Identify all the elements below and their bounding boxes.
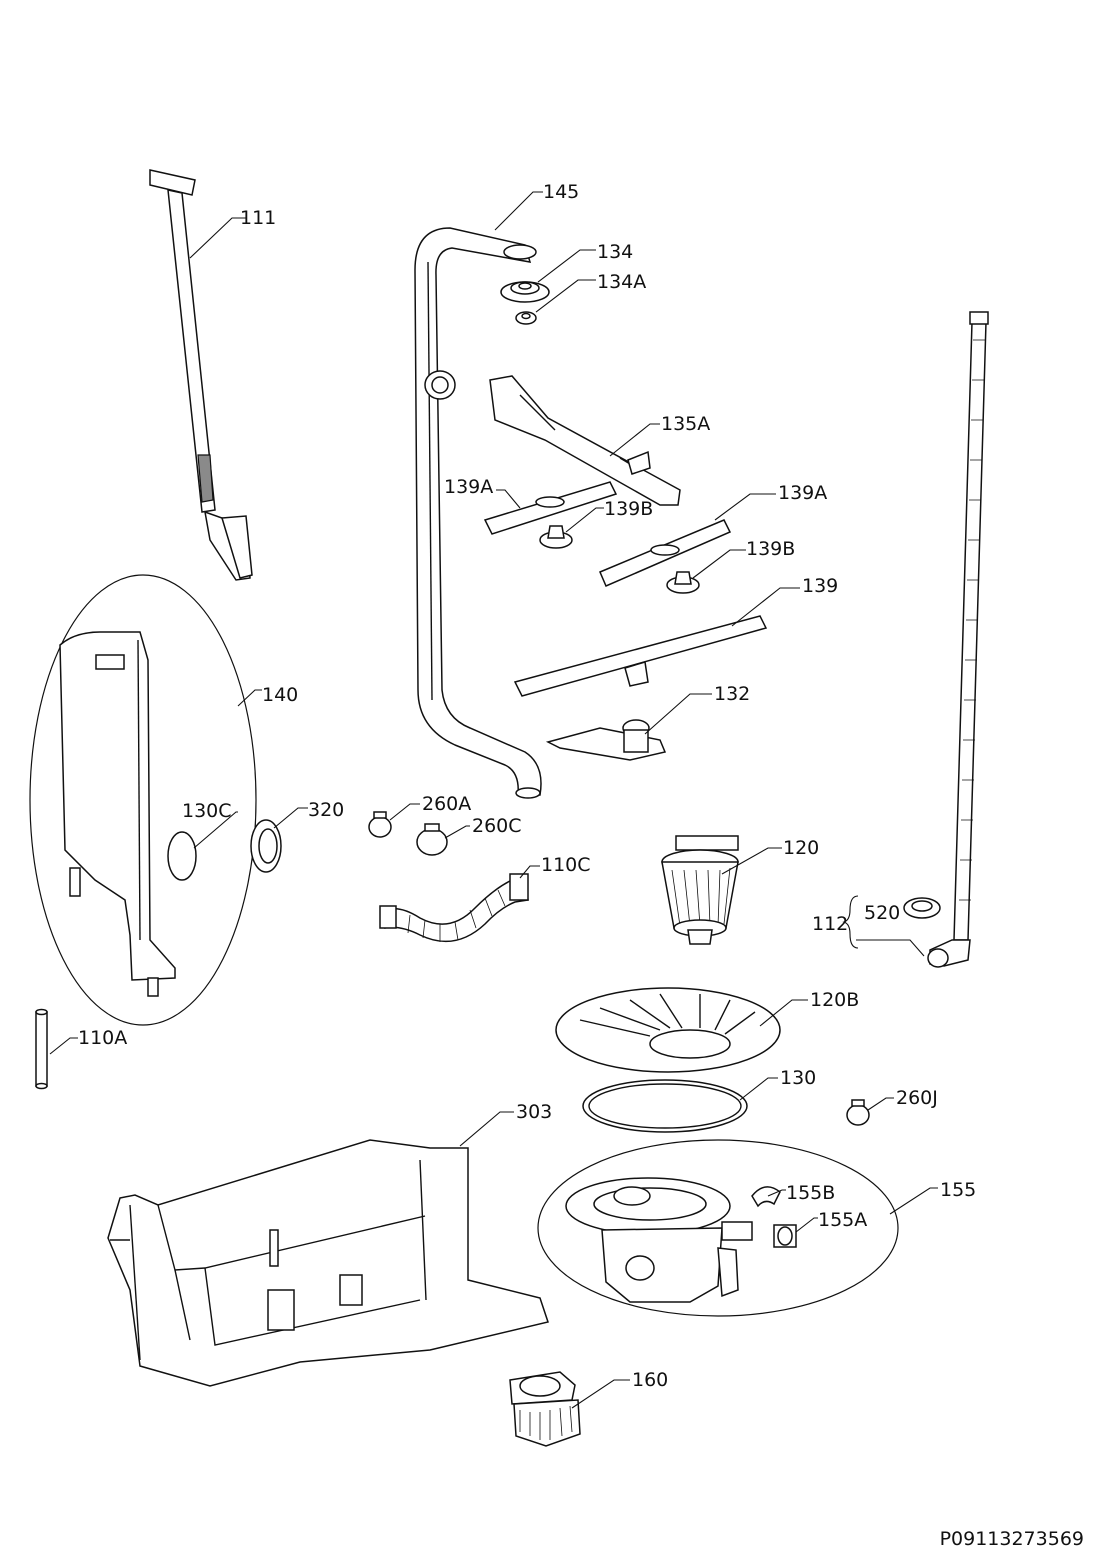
- part-139-spray-arm: [513, 615, 768, 697]
- part-303-base: [107, 1139, 549, 1387]
- part-110C-hose: [379, 873, 529, 943]
- part-139B-nozzle-left: [539, 525, 573, 549]
- label-132: 132: [714, 683, 750, 705]
- leader-145: [494, 191, 543, 231]
- document-code: P09113273569: [939, 1528, 1084, 1550]
- leader-112: [856, 939, 925, 957]
- label-139A-left: 139A: [444, 476, 493, 498]
- leader-140: [237, 689, 262, 707]
- leader-135A: [609, 423, 660, 457]
- label-520: 520: [864, 902, 900, 924]
- callout-155: [537, 1139, 899, 1317]
- leader-139: [731, 587, 800, 627]
- part-130C-gasket: [167, 831, 197, 881]
- label-120B: 120B: [810, 989, 859, 1011]
- part-130-gasket: [582, 1079, 748, 1133]
- part-260J-clamp: [846, 1099, 870, 1126]
- part-320-ring: [250, 819, 282, 873]
- callout-140: [29, 574, 257, 1026]
- part-111-feed-tube: [149, 169, 253, 581]
- leader-303: [459, 1111, 514, 1147]
- leader-110C: [519, 865, 540, 879]
- leader-155B: [767, 1189, 786, 1197]
- leader-134A: [535, 279, 596, 313]
- leader-130: [739, 1077, 778, 1101]
- label-110C: 110C: [541, 854, 591, 876]
- leader-139B-left: [565, 507, 604, 533]
- label-139A-right: 139A: [778, 482, 827, 504]
- part-260C-clamp: [416, 823, 448, 856]
- label-145: 145: [543, 181, 579, 203]
- label-130C: 130C: [182, 800, 232, 822]
- part-155B-flap: [751, 1186, 781, 1208]
- part-120-filter: [661, 835, 739, 945]
- bracket-112: [842, 895, 859, 949]
- part-120B-filter-plate: [555, 987, 781, 1073]
- part-134A-nut: [515, 311, 537, 325]
- leader-110A: [49, 1037, 78, 1055]
- label-110A: 110A: [78, 1027, 127, 1049]
- label-260J: 260J: [896, 1087, 938, 1109]
- label-139B-right: 139B: [746, 538, 795, 560]
- label-112: 112: [812, 913, 848, 935]
- label-155B: 155B: [786, 1182, 835, 1204]
- leader-160: [571, 1379, 630, 1409]
- label-303: 303: [516, 1101, 552, 1123]
- label-139B-left: 139B: [604, 498, 653, 520]
- leader-130C: [193, 811, 238, 849]
- part-132-bracket: [545, 719, 667, 761]
- leader-139A-right: [714, 493, 776, 521]
- label-134A: 134A: [597, 271, 646, 293]
- leader-120: [721, 847, 782, 875]
- label-155A: 155A: [818, 1209, 867, 1231]
- leader-139A-left: [496, 489, 521, 509]
- leader-155A: [795, 1217, 818, 1233]
- label-155: 155: [940, 1179, 976, 1201]
- leader-155: [889, 1187, 938, 1215]
- leader-132: [644, 693, 712, 735]
- label-130: 130: [780, 1067, 816, 1089]
- part-160-pump: [509, 1371, 581, 1447]
- leader-139B-right: [692, 549, 746, 579]
- leader-120B: [759, 999, 808, 1027]
- part-139B-nozzle-right: [666, 571, 700, 594]
- part-520-cap: [903, 897, 941, 919]
- leader-260J: [867, 1097, 894, 1111]
- part-260A-clamp: [368, 811, 392, 838]
- part-155-sump: [565, 1177, 753, 1303]
- part-134-hub: [500, 281, 550, 303]
- part-112-inlet-hose: [927, 311, 989, 968]
- leader-320: [273, 807, 308, 829]
- part-139A-plate-right: [599, 519, 732, 587]
- part-140-duct: [59, 631, 176, 997]
- label-134: 134: [597, 241, 633, 263]
- part-139A-plate-left: [483, 481, 618, 535]
- part-145-supply-pipe: [414, 227, 542, 799]
- label-260A: 260A: [422, 793, 471, 815]
- label-160: 160: [632, 1369, 668, 1391]
- label-140: 140: [262, 684, 298, 706]
- label-135A: 135A: [661, 413, 710, 435]
- label-139: 139: [802, 575, 838, 597]
- part-135A-arm-support: [489, 375, 681, 506]
- label-120: 120: [783, 837, 819, 859]
- part-155A-connector: [773, 1224, 797, 1248]
- part-110A-pin: [35, 1008, 48, 1090]
- leader-260C: [444, 825, 470, 839]
- label-260C: 260C: [472, 815, 522, 837]
- leader-260A: [389, 803, 420, 821]
- label-320: 320: [308, 799, 344, 821]
- leader-134: [537, 249, 596, 283]
- leader-111: [189, 217, 246, 259]
- label-111: 111: [240, 207, 276, 229]
